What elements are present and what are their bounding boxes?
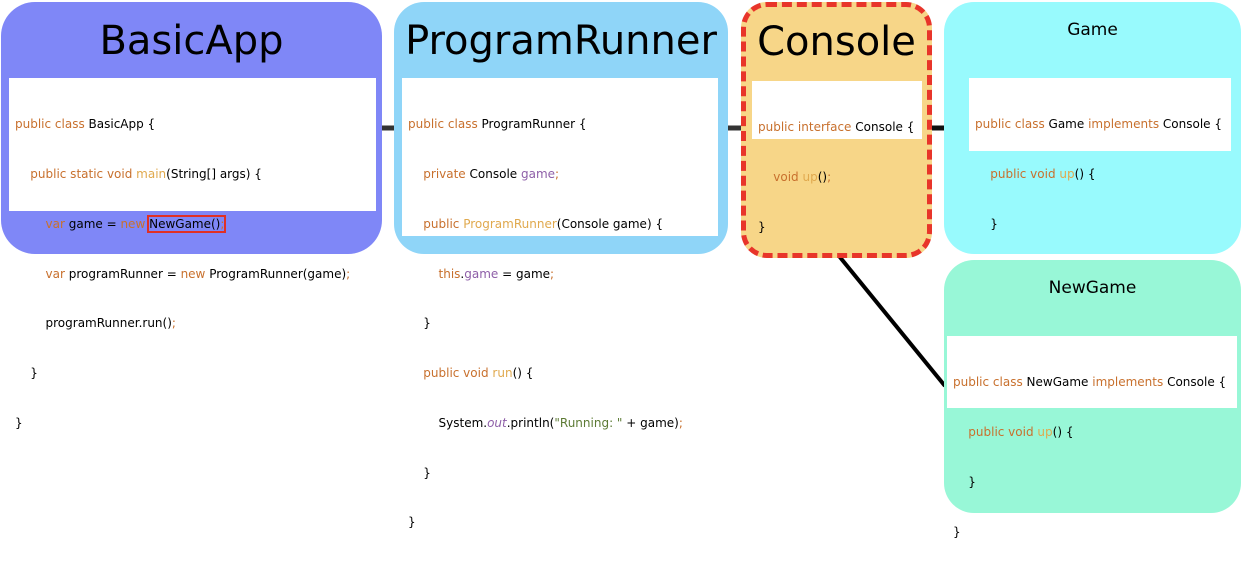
code-line: public interface Console { — [758, 120, 915, 135]
code-line: public class ProgramRunner { — [408, 117, 587, 132]
code-line: var game = new NewGame(); — [45, 214, 227, 233]
console-code-block: public interface Console { void up(); } — [752, 81, 922, 234]
code-line: } — [15, 415, 23, 430]
code-line: var programRunner = new ProgramRunner(ga… — [45, 266, 351, 281]
code-line: public static void main(String[] args) { — [30, 166, 262, 181]
code-line: } — [758, 219, 766, 234]
code-line: public ProgramRunner(Console game) { — [423, 216, 664, 231]
programrunner-box: ProgramRunner public class ProgramRunner… — [394, 2, 728, 529]
basicapp-box: BasicApp public class BasicApp { public … — [1, 2, 382, 430]
code-line: } — [990, 216, 998, 231]
code-line: } — [968, 474, 976, 489]
code-line: private Console game; — [423, 166, 560, 181]
newgame-code-block: public class NewGame implements Console … — [947, 336, 1237, 539]
code-line: void up(); — [773, 169, 832, 184]
game-title: Game — [1067, 20, 1118, 40]
code-line: public void up() { — [968, 424, 1074, 439]
highlighted-newgame-call: NewGame(); — [147, 214, 227, 233]
programrunner-code-block: public class ProgramRunner { private Con… — [402, 78, 718, 529]
console-title: Console — [757, 19, 916, 65]
newgame-box: NewGame public class NewGame implements … — [944, 260, 1241, 539]
connector-lines — [380, 125, 947, 388]
code-line: this.game = game; — [438, 266, 555, 281]
console-box: Console public interface Console { void … — [741, 2, 932, 258]
basicapp-title: BasicApp — [99, 18, 284, 64]
programrunner-title: ProgramRunner — [405, 18, 717, 64]
code-line: public class Game implements Console { — [975, 117, 1222, 132]
connector-console-newgame — [837, 254, 947, 388]
basicapp-code-block: public class BasicApp { public static vo… — [9, 78, 376, 430]
game-code-block: public class Game implements Console { p… — [969, 78, 1231, 281]
code-line: public void run() { — [423, 366, 534, 381]
code-line: } — [423, 465, 431, 480]
code-line: } — [423, 316, 431, 331]
code-line: System.out.println("Running: " + game); — [438, 415, 683, 430]
code-line: public class BasicApp { — [15, 117, 156, 132]
newgame-title: NewGame — [1048, 278, 1137, 298]
code-line: } — [408, 515, 416, 530]
code-line: } — [30, 366, 38, 381]
code-line: } — [953, 524, 961, 539]
game-box: Game public class Game implements Consol… — [944, 2, 1241, 281]
code-line: programRunner.run(); — [45, 316, 176, 331]
code-line: public void up() { — [990, 166, 1096, 181]
code-line: public class NewGame implements Console … — [953, 375, 1227, 390]
